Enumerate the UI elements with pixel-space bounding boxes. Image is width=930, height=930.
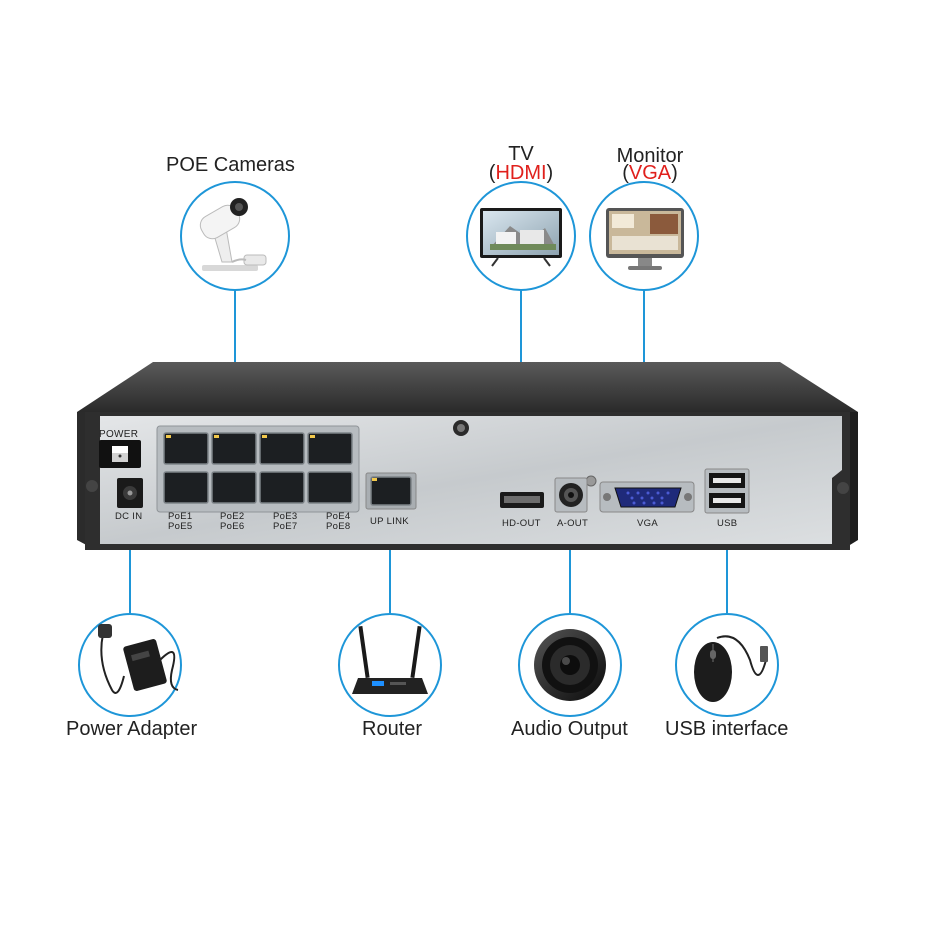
power-adapter-label: Power Adapter — [66, 718, 198, 740]
router-node — [338, 613, 442, 717]
power-adapter-icon — [98, 624, 179, 694]
nvr-device — [77, 362, 858, 550]
uplink-label: UP LINK — [370, 516, 409, 527]
audio-output-label: Audio Output — [511, 718, 628, 740]
monitor-label: Monitor — [616, 145, 684, 167]
audio-output-node — [518, 613, 622, 717]
mouse-icon — [694, 635, 768, 702]
power-adapter-node — [78, 613, 182, 717]
vga-port[interactable] — [614, 487, 682, 508]
vga-label: (VGA) — [622, 162, 678, 184]
a-out-label: A-OUT — [557, 518, 589, 529]
tv-label: TV — [508, 143, 534, 165]
monitor-node — [589, 181, 699, 291]
dc-in-label: DC IN — [115, 511, 143, 522]
vga-port-label: VGA — [637, 518, 658, 529]
tv-icon — [480, 208, 562, 267]
usb-interface-label: USB interface — [665, 718, 789, 740]
poe-cameras-label: POE Cameras — [166, 154, 295, 176]
uplink-port[interactable] — [370, 476, 412, 506]
usb-interface-node — [675, 613, 779, 717]
speaker-icon — [534, 629, 606, 701]
hd-out-label: HD-OUT — [502, 518, 541, 529]
router-label: Router — [362, 718, 423, 740]
poe-ports[interactable] — [163, 432, 353, 504]
hdmi-label: (HDMI) — [488, 162, 554, 184]
router-icon — [352, 625, 428, 694]
usb-port-label: USB — [717, 518, 738, 529]
monitor-icon — [606, 208, 684, 270]
power-port-label: POWER — [99, 429, 139, 440]
camera-icon — [199, 198, 267, 271]
tv-node — [466, 181, 576, 291]
poe-camera-node — [180, 181, 290, 291]
